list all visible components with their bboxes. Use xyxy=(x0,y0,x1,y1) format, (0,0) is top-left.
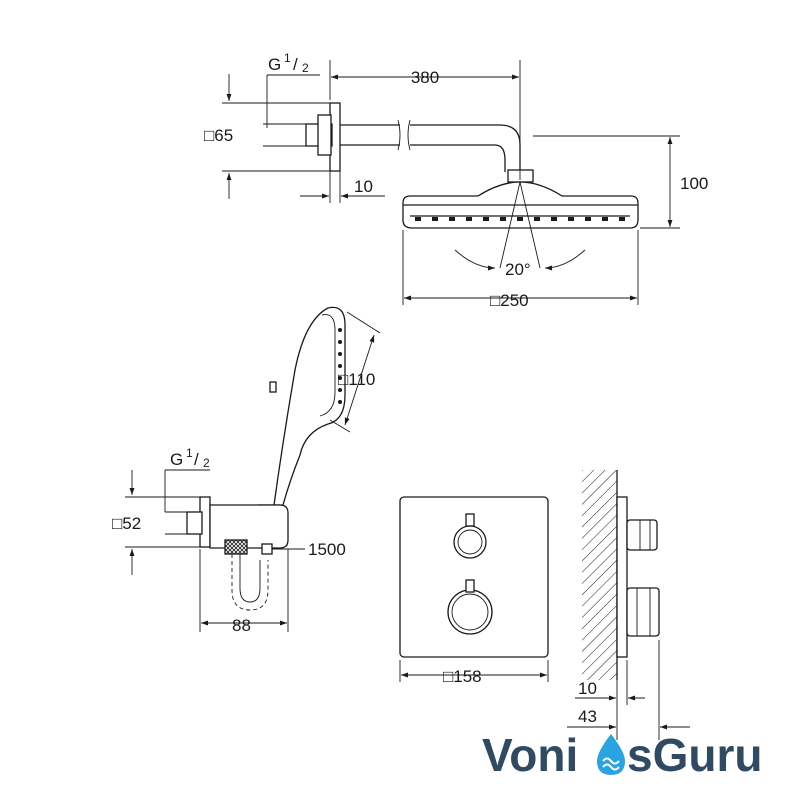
hand-spray-nozzles xyxy=(338,328,342,404)
brand-logo: Voni sGuru xyxy=(482,729,762,781)
thread-bottom-g: G xyxy=(170,450,183,469)
logo-text-part1: Voni xyxy=(482,729,578,781)
head-width-label: □250 xyxy=(490,291,529,310)
plate-side xyxy=(616,496,628,658)
tilt-angle-label: 20° xyxy=(505,260,531,279)
holder-knob xyxy=(261,543,273,555)
temp-knob-indicator xyxy=(465,579,475,593)
plate-depth-label: 10 xyxy=(578,679,597,698)
arm-break-mark xyxy=(397,119,411,151)
temperature-knob-side xyxy=(626,587,660,637)
thermostat-side-view: 10 43 xyxy=(567,470,690,740)
wall-hatching xyxy=(582,470,617,680)
hand-shower-view: □110 G 1 / 2 □52 1500 88 xyxy=(112,306,381,635)
shower-arm-top-edge xyxy=(340,124,521,172)
flange-depth-label: 10 xyxy=(354,177,373,196)
thread-bottom-den: 2 xyxy=(203,456,210,470)
hose-length-label: 1500 xyxy=(308,540,346,559)
cover-plate xyxy=(399,496,549,658)
thread-top-num: 1 xyxy=(284,51,291,65)
ball-joint xyxy=(507,169,534,183)
hose xyxy=(231,554,269,611)
valve-depth-label: 43 xyxy=(578,707,597,726)
hand-head-label: □110 xyxy=(338,370,375,389)
diverter-knob xyxy=(453,525,487,559)
diverter-knob-side xyxy=(626,519,658,551)
plate-width-label: □158 xyxy=(443,667,482,686)
head-height-label: 100 xyxy=(680,174,708,193)
spray-button xyxy=(269,381,277,393)
thread-top-g: G xyxy=(268,55,281,74)
logo-text-part2: sGuru xyxy=(627,729,762,781)
hand-shower xyxy=(258,306,346,506)
svg-text:/: / xyxy=(194,450,199,469)
holder-width-label: 88 xyxy=(232,616,251,635)
svg-text:/: / xyxy=(293,55,298,74)
connector-body xyxy=(317,114,332,156)
thread-top-den: 2 xyxy=(302,61,309,75)
arm-length-label: 380 xyxy=(411,68,439,87)
spray-nozzles xyxy=(415,217,625,221)
water-drop-icon xyxy=(597,734,625,775)
outlet-connector xyxy=(186,511,203,535)
shower-arm-bottom-edge xyxy=(340,144,506,172)
thread-bottom-num: 1 xyxy=(186,446,193,460)
flange-bottom-label: □52 xyxy=(112,514,141,533)
overhead-shower-view: 380 G 1 / 2 □65 10 100 20° xyxy=(204,51,708,310)
thermostat-front-view: □158 xyxy=(399,496,549,686)
flange-top-label: □65 xyxy=(204,126,233,145)
temperature-knob xyxy=(447,589,493,635)
knob-indicator xyxy=(465,513,475,527)
shower-holder xyxy=(209,504,289,549)
